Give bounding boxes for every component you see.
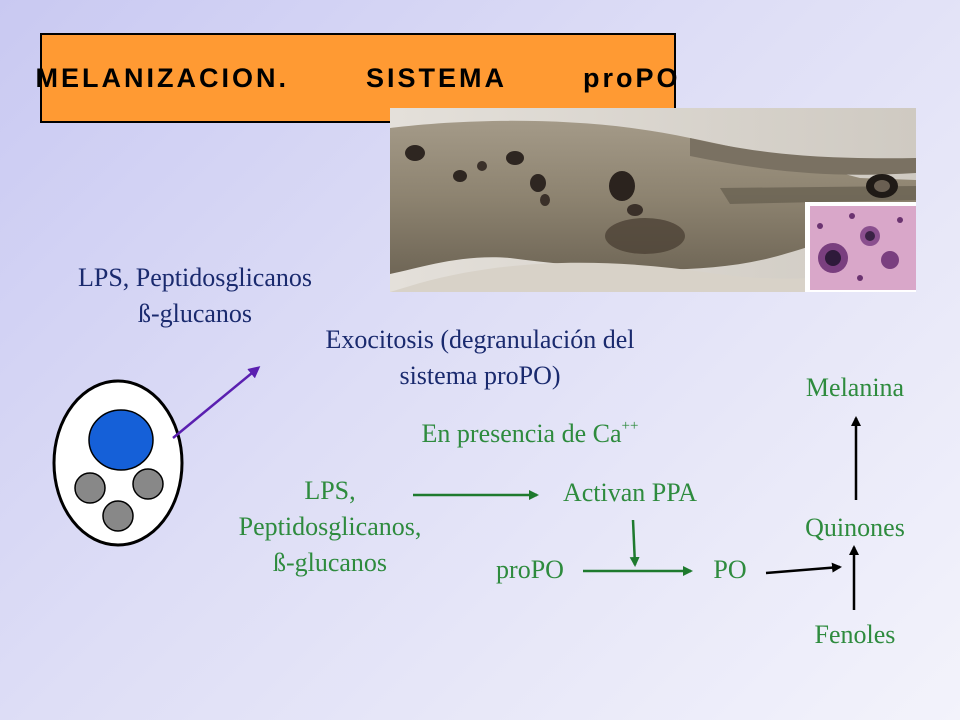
title-box: MELANIZACION. SISTEMA proPO — [36, 33, 678, 123]
exocitosis-line-2: sistema proPO) — [399, 361, 561, 390]
activators-label: LPS, Peptidosglicanos, ß-glucanos — [200, 473, 460, 581]
hemocyte-cell — [52, 379, 184, 547]
stimulus-label: LPS, Peptidosglicanos ß-glucanos — [40, 260, 350, 332]
cell-granule — [74, 472, 106, 504]
fenoles-label: Fenoles — [814, 620, 896, 649]
po-to-quinones-arrow — [765, 562, 842, 575]
propo-label: proPO — [496, 555, 564, 584]
activators-line-2: Peptidosglicanos, — [238, 512, 422, 541]
cell-granule — [102, 500, 134, 532]
exocitosis-label: Exocitosis (degranulación del sistema pr… — [270, 322, 690, 394]
cell-granule — [132, 468, 164, 500]
ppa-to-conversion-arrow — [629, 519, 640, 567]
po-label: PO — [713, 555, 747, 584]
exocitosis-line-1: Exocitosis (degranulación del — [325, 325, 635, 354]
stimulus-line-2: ß-glucanos — [137, 299, 253, 328]
activators-line-3: ß-glucanos — [272, 548, 388, 577]
quinones-label: Quinones — [805, 513, 905, 542]
exocytosis-arrow — [172, 366, 261, 439]
shrimp-photo — [390, 108, 916, 292]
calcium-condition: En presencia de Ca++ — [380, 418, 680, 449]
calcium-condition-text: En presencia de Ca — [421, 419, 622, 448]
activators-line-1: LPS, — [304, 476, 356, 505]
cell-nucleus — [88, 409, 154, 471]
stimulus-line-1: LPS, Peptidosglicanos — [77, 263, 312, 292]
calcium-charge: ++ — [621, 418, 639, 434]
melanina-label: Melanina — [805, 373, 905, 402]
slide-title: MELANIZACION. SISTEMA proPO — [35, 62, 681, 93]
activan-ppa-label: Activan PPA — [562, 478, 698, 507]
